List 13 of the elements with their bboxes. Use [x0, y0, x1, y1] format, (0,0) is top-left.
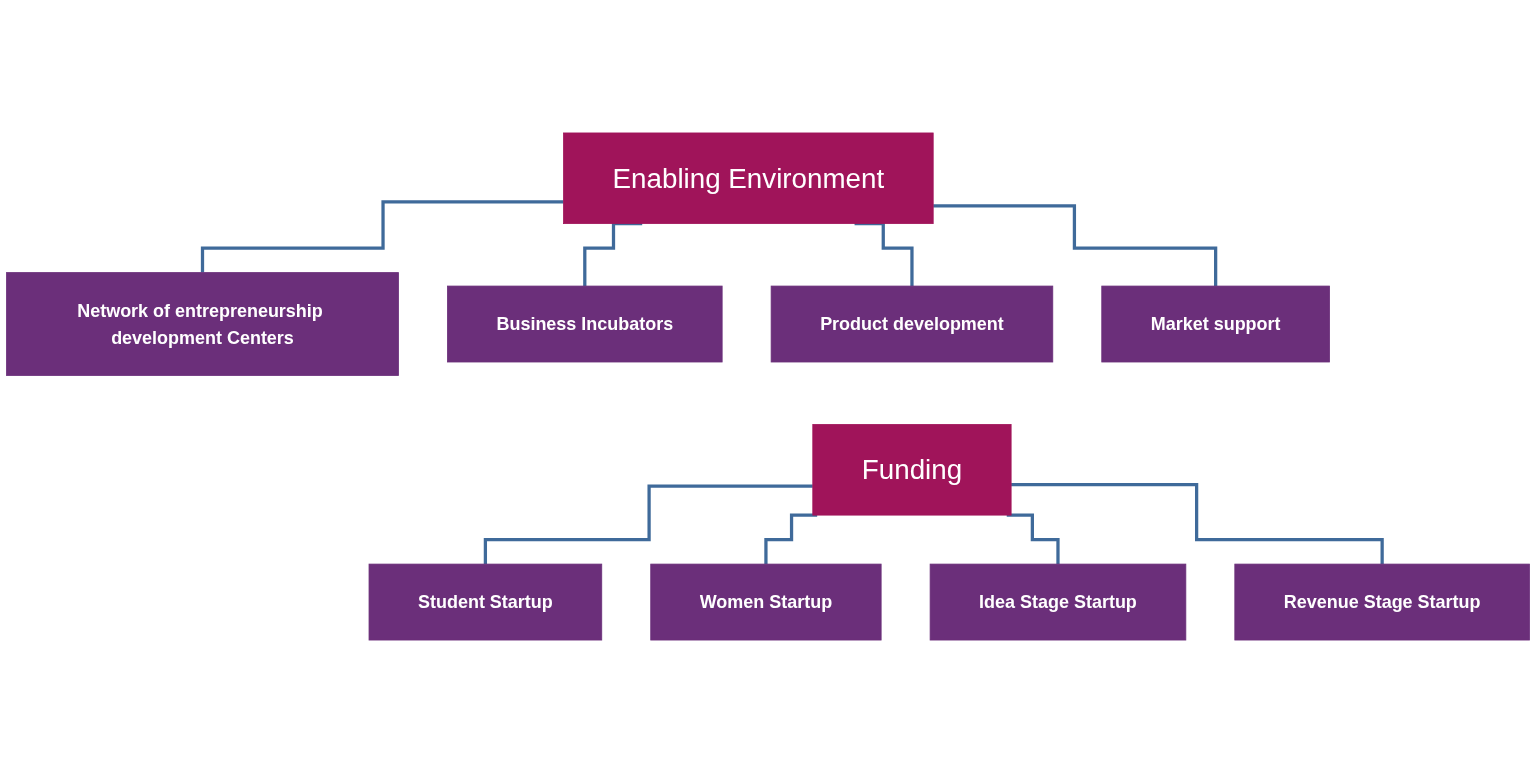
node-box: Women Startup: [650, 563, 882, 641]
node-box: Student Startup: [368, 563, 603, 641]
node-box: Funding: [812, 424, 1012, 516]
node-box: Product development: [770, 285, 1054, 363]
connector: [1011, 482, 1384, 566]
node-box: Revenue Stage Startup: [1234, 563, 1530, 641]
node-box: Business Incubators: [447, 285, 723, 363]
connector: [933, 204, 1218, 288]
node-box: Idea Stage Startup: [929, 563, 1187, 641]
node-box: Network of entrepreneurship development Centers: [6, 272, 399, 376]
node-box: Market support: [1101, 285, 1330, 363]
node-box: Enabling Environment: [563, 132, 934, 224]
connector: [483, 484, 813, 566]
